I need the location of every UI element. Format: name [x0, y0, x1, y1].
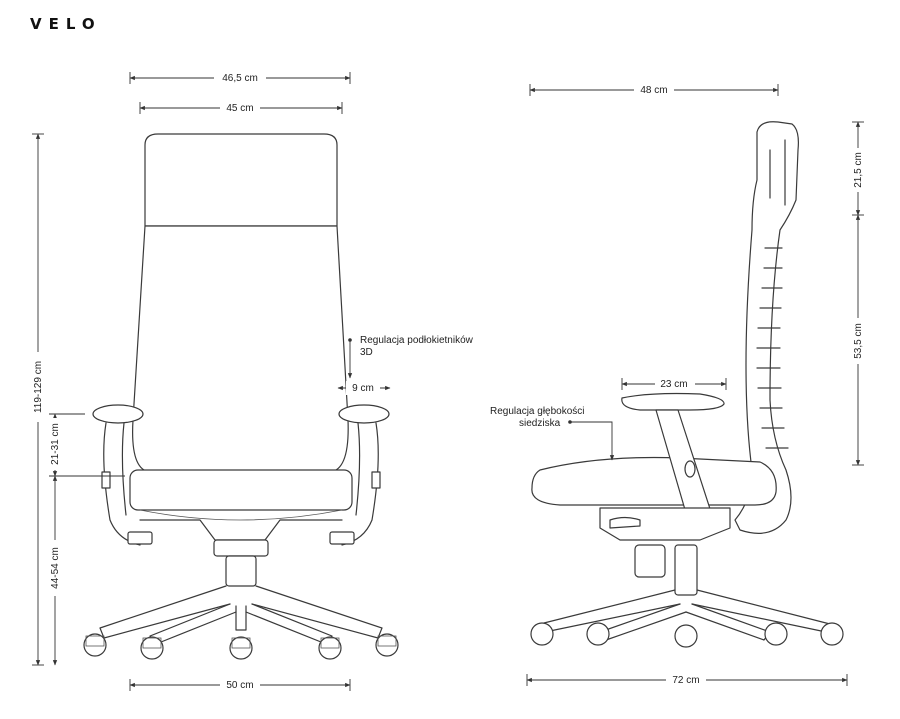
dim-base-width: 50 cm: [129, 678, 351, 692]
callout-armrest-line2: 3D: [360, 347, 373, 358]
callout-armrest-line1: Regulacja podłokietników: [360, 335, 474, 346]
brand-logo: VELO: [30, 15, 102, 33]
callout-seat-depth: Regulacja głębokości siedziska: [490, 406, 615, 461]
label-depth: 48 cm: [640, 85, 667, 96]
label-headrest-height: 21,5 cm: [853, 152, 864, 188]
dim-total-height: 119-129 cm: [31, 133, 45, 666]
dim-seat-height: 44-54 cm: [48, 475, 125, 666]
dim-base-depth: 72 cm: [526, 673, 848, 687]
dim-armrest-height: 21-31 cm: [48, 413, 85, 477]
label-armrest-pad: 9 cm: [352, 383, 374, 394]
label-base-width: 50 cm: [226, 680, 253, 691]
dim-headrest-height: 21,5 cm: [851, 121, 865, 216]
label-backrest-height: 53,5 cm: [853, 323, 864, 359]
dim-back-width: 45 cm: [139, 101, 343, 115]
dim-overall-width: 46,5 cm: [129, 71, 351, 85]
label-overall-width: 46,5 cm: [222, 73, 258, 84]
dim-backrest-height: 53,5 cm: [851, 214, 865, 466]
label-base-depth: 72 cm: [672, 675, 699, 686]
front-view-chair: [83, 133, 399, 660]
label-seat-height: 44-54 cm: [50, 547, 61, 589]
dim-armrest-pad: 9 cm: [337, 381, 391, 395]
side-view-chair: [530, 121, 844, 648]
label-back-width: 45 cm: [226, 103, 253, 114]
label-total-height: 119-129 cm: [33, 361, 44, 413]
callout-seat-line2: siedziska: [519, 418, 561, 429]
callout-armrest-adjust: Regulacja podłokietników 3D: [347, 335, 474, 379]
dim-armrest-length: 23 cm: [621, 377, 727, 391]
label-armrest-height: 21-31 cm: [50, 423, 61, 465]
callout-seat-line1: Regulacja głębokości: [490, 406, 585, 417]
dim-depth: 48 cm: [529, 83, 779, 97]
label-armrest-length: 23 cm: [660, 379, 687, 390]
